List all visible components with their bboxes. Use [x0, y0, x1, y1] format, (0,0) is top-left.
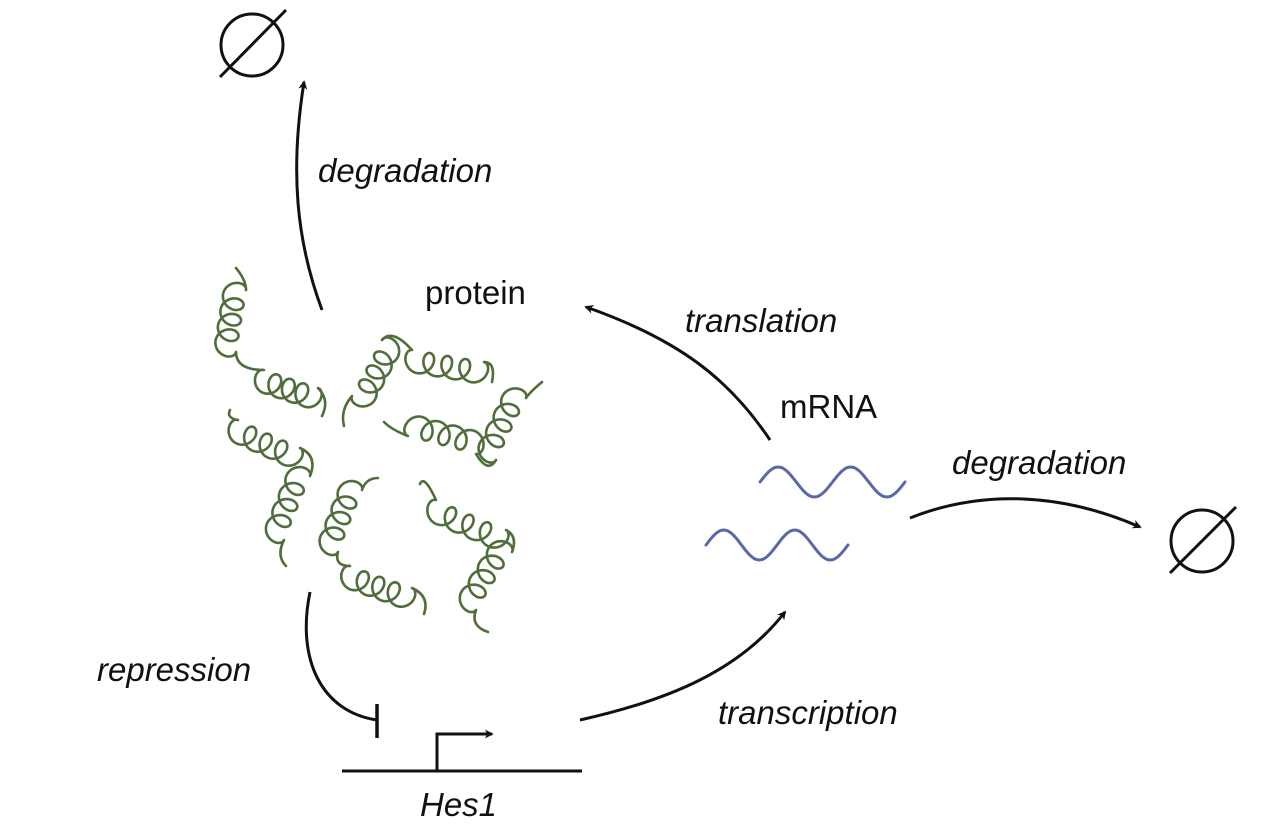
- transcription-arrow: [579, 610, 787, 722]
- gene-label: Hes1: [420, 786, 497, 823]
- protein-helix: [318, 476, 427, 616]
- protein-helix: [382, 380, 544, 468]
- protein-degradation-arrow: [295, 80, 324, 311]
- protein-helix: [418, 479, 516, 634]
- transcription-label: transcription: [718, 694, 898, 731]
- translation-label: translation: [685, 302, 837, 339]
- mrna-degradation-arrow: [909, 497, 1142, 529]
- mrna-strand: [704, 528, 850, 562]
- mrna-degradation-label: degradation: [952, 444, 1126, 481]
- protein-helix: [214, 266, 327, 418]
- empty-set-icon-mrna: [1168, 505, 1238, 575]
- translation-arrow: [584, 305, 772, 441]
- repression-inhibition-arrow: [304, 591, 379, 738]
- mrna-wave-icon: [704, 465, 907, 562]
- protein-label: protein: [425, 274, 526, 311]
- alpha-helix-protein-icon: [214, 266, 544, 634]
- promoter-arrow-icon: [435, 729, 494, 771]
- empty-set-icon-protein: [218, 8, 288, 79]
- protein-degradation-label: degradation: [318, 152, 492, 189]
- protein-helix: [341, 334, 495, 428]
- mrna-label: mRNA: [780, 388, 877, 425]
- gene-locus: [342, 729, 582, 773]
- mrna-strand: [758, 465, 907, 499]
- repression-label: repression: [97, 651, 251, 688]
- protein-helix: [227, 408, 314, 568]
